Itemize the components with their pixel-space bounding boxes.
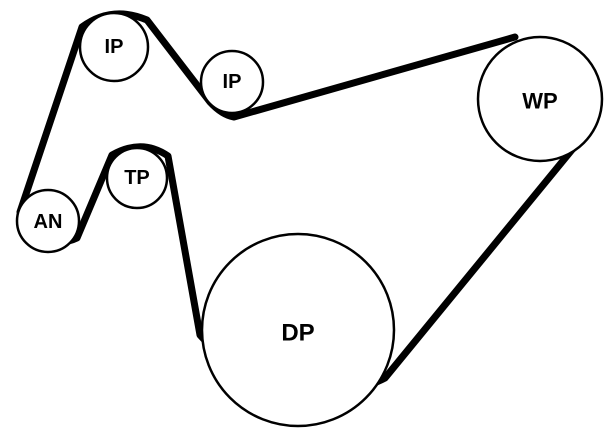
pulley-an-label: AN	[34, 211, 63, 233]
pulley-wp: WP	[476, 35, 604, 163]
pulley-ip-upper: IP	[78, 11, 150, 83]
pulley-wp-circle	[476, 35, 604, 163]
pulley-ip-upper-circle	[78, 11, 150, 83]
pulley-an-circle	[15, 188, 81, 254]
pulley-ip-lower-circle	[199, 49, 265, 115]
pulley-an: AN	[15, 188, 81, 254]
pulley-ip-upper-label: IP	[105, 36, 124, 58]
pulley-ip-lower: IP	[199, 49, 265, 115]
pulley-dp: DP	[200, 232, 396, 428]
pulley-dp-label: DP	[281, 320, 314, 347]
pulley-tp: TP	[105, 146, 169, 210]
pulley-tp-circle	[105, 146, 169, 210]
pulley-ip-lower-label: IP	[223, 71, 242, 93]
pulley-dp-circle	[200, 232, 396, 428]
pulley-tp-label: TP	[124, 167, 150, 189]
pulley-wp-label: WP	[522, 89, 557, 114]
